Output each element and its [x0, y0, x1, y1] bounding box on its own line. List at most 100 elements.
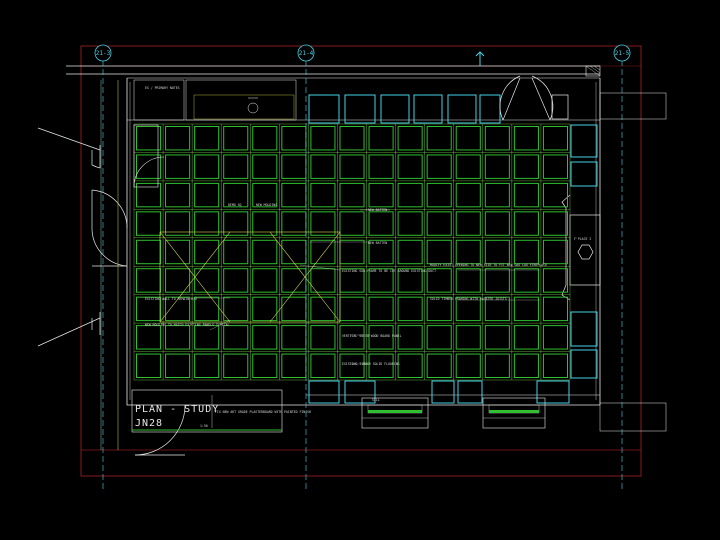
ceiling-coffer	[397, 126, 423, 151]
note-timber-framing: SOLID TIMBER FRAMING WITH ROTATED JOISTS	[430, 297, 507, 301]
ceiling-coffer	[136, 325, 162, 350]
ceiling-coffer	[339, 154, 365, 179]
ceiling-coffer	[310, 211, 336, 236]
left-doors	[37, 80, 128, 450]
note-board-panel: VERTICAL SOLID WOOD BOARD PANEL	[342, 334, 402, 338]
bottom-windows	[361, 397, 546, 429]
ceiling-coffer	[484, 353, 510, 378]
ceiling-coffer	[194, 296, 220, 322]
ceiling-coffer	[368, 239, 394, 265]
ceiling-coffer	[426, 154, 452, 179]
ceiling-coffer	[310, 325, 336, 350]
ceiling-coffer	[426, 325, 452, 350]
ceiling-coffer	[513, 353, 539, 378]
ceiling-coffer	[310, 126, 336, 151]
ceiling-coffer	[281, 182, 307, 208]
drawing-scale: 1:50	[200, 424, 208, 428]
ceiling-coffer	[513, 154, 539, 179]
note-fireplace-opening: MODIFY EXIST OPENING TO NEW SIZE TO FIT …	[430, 263, 547, 267]
note-plasterboard: FIX NEW ART GRADE PLASTERBOARD WITH PAIN…	[215, 410, 311, 414]
ceiling-coffer	[136, 353, 162, 378]
top-left-alcove	[133, 79, 297, 121]
ceiling-coffer	[426, 296, 452, 322]
ceiling-coffer	[223, 211, 249, 236]
ceiling-coffer	[484, 211, 510, 236]
ceiling-coffer	[426, 268, 452, 293]
ceiling-coffer	[455, 239, 481, 265]
ceiling-coffer	[310, 268, 336, 293]
ceiling-coffer	[455, 182, 481, 208]
ceiling-coffer	[542, 353, 569, 378]
ceiling-coffer	[223, 126, 249, 151]
ceiling-coffer	[339, 296, 365, 322]
ceiling-coffer	[455, 154, 481, 179]
ceiling-coffer	[513, 211, 539, 236]
ceiling-coffer	[310, 182, 336, 208]
title-block	[131, 389, 283, 433]
ceiling-coffer	[368, 353, 394, 378]
ceiling-coffer	[223, 182, 249, 208]
ceiling-coffer	[513, 268, 539, 293]
ceiling-coffer	[513, 325, 539, 350]
sheet-boundary	[80, 45, 642, 477]
ceiling-coffer	[252, 126, 278, 151]
ceiling-coffer	[339, 325, 365, 350]
ceiling-coffer	[310, 154, 336, 179]
ceiling-coffer	[426, 239, 452, 265]
ceiling-coffer	[368, 154, 394, 179]
ceiling-coffer	[368, 296, 394, 322]
ceiling-coffer	[252, 268, 278, 293]
note-flooring: EXISTING TIMBER SOLID FLOORING	[342, 362, 400, 366]
fireplace-label: F'PLACE 2	[574, 237, 591, 241]
note-new-batten-1: NEW BATTEN	[368, 208, 387, 212]
bottom-cyan-panels	[308, 380, 570, 404]
drawing-number: JN28	[135, 418, 163, 429]
ceiling-coffer	[542, 182, 569, 208]
ceiling-coffer	[455, 325, 481, 350]
ceiling-coffer	[223, 353, 249, 378]
ceiling-coffer	[281, 325, 307, 350]
ceiling-coffer	[223, 268, 249, 293]
ceiling-coffer	[194, 154, 220, 179]
ceiling-grid	[133, 123, 571, 381]
drawing-title: PLAN - STUDY	[135, 404, 219, 415]
top-right-double-door	[499, 75, 569, 121]
ceiling-coffer	[194, 325, 220, 350]
ceiling-coffer	[223, 325, 249, 350]
note-molding-panels: NEW MOLDING TO MATCH EXISTING PANELS TYP…	[145, 323, 230, 327]
ceiling-coffer	[165, 353, 191, 378]
ceiling-coffer	[397, 268, 423, 293]
ceiling-coffer	[455, 268, 481, 293]
top-cyan-panels	[308, 94, 501, 124]
ceiling-coffer	[165, 325, 191, 350]
ceiling-coffer	[339, 239, 365, 265]
ceiling-coffer	[426, 126, 452, 151]
ceiling-coffer	[281, 296, 307, 322]
ceiling-coffer	[368, 268, 394, 293]
bottom-right-box	[599, 92, 667, 432]
ceiling-coffer	[281, 126, 307, 151]
bottom-left-door	[134, 404, 186, 456]
ceiling-coffer	[397, 239, 423, 265]
ceiling-coffer	[223, 239, 249, 265]
ceiling-coffer	[397, 325, 423, 350]
ceiling-coffer	[194, 182, 220, 208]
grid-tag-21-3: 21-3	[96, 50, 111, 57]
grid-tag-21-5: 21-5	[615, 50, 630, 57]
ceiling-coffer	[368, 211, 394, 236]
ceiling-coffer	[542, 296, 569, 322]
ceiling-coffer	[165, 239, 191, 265]
ceiling-coffer	[165, 182, 191, 208]
ceiling-coffer	[513, 182, 539, 208]
note-existing-wall: EXISTING WALL TO REMAIN U/O	[145, 297, 197, 301]
right-cyan-panels	[570, 124, 598, 379]
ceiling-coffer	[426, 182, 452, 208]
note-new-molding-1: NEW MOLDING	[256, 203, 277, 207]
ceiling-coffer	[136, 268, 162, 293]
ceiling-coffer	[165, 296, 191, 322]
ceiling-coffer	[339, 211, 365, 236]
ceiling-coffer	[252, 211, 278, 236]
ceiling-coffer	[368, 182, 394, 208]
ceiling-coffer	[136, 182, 162, 208]
top-wall	[66, 65, 601, 79]
